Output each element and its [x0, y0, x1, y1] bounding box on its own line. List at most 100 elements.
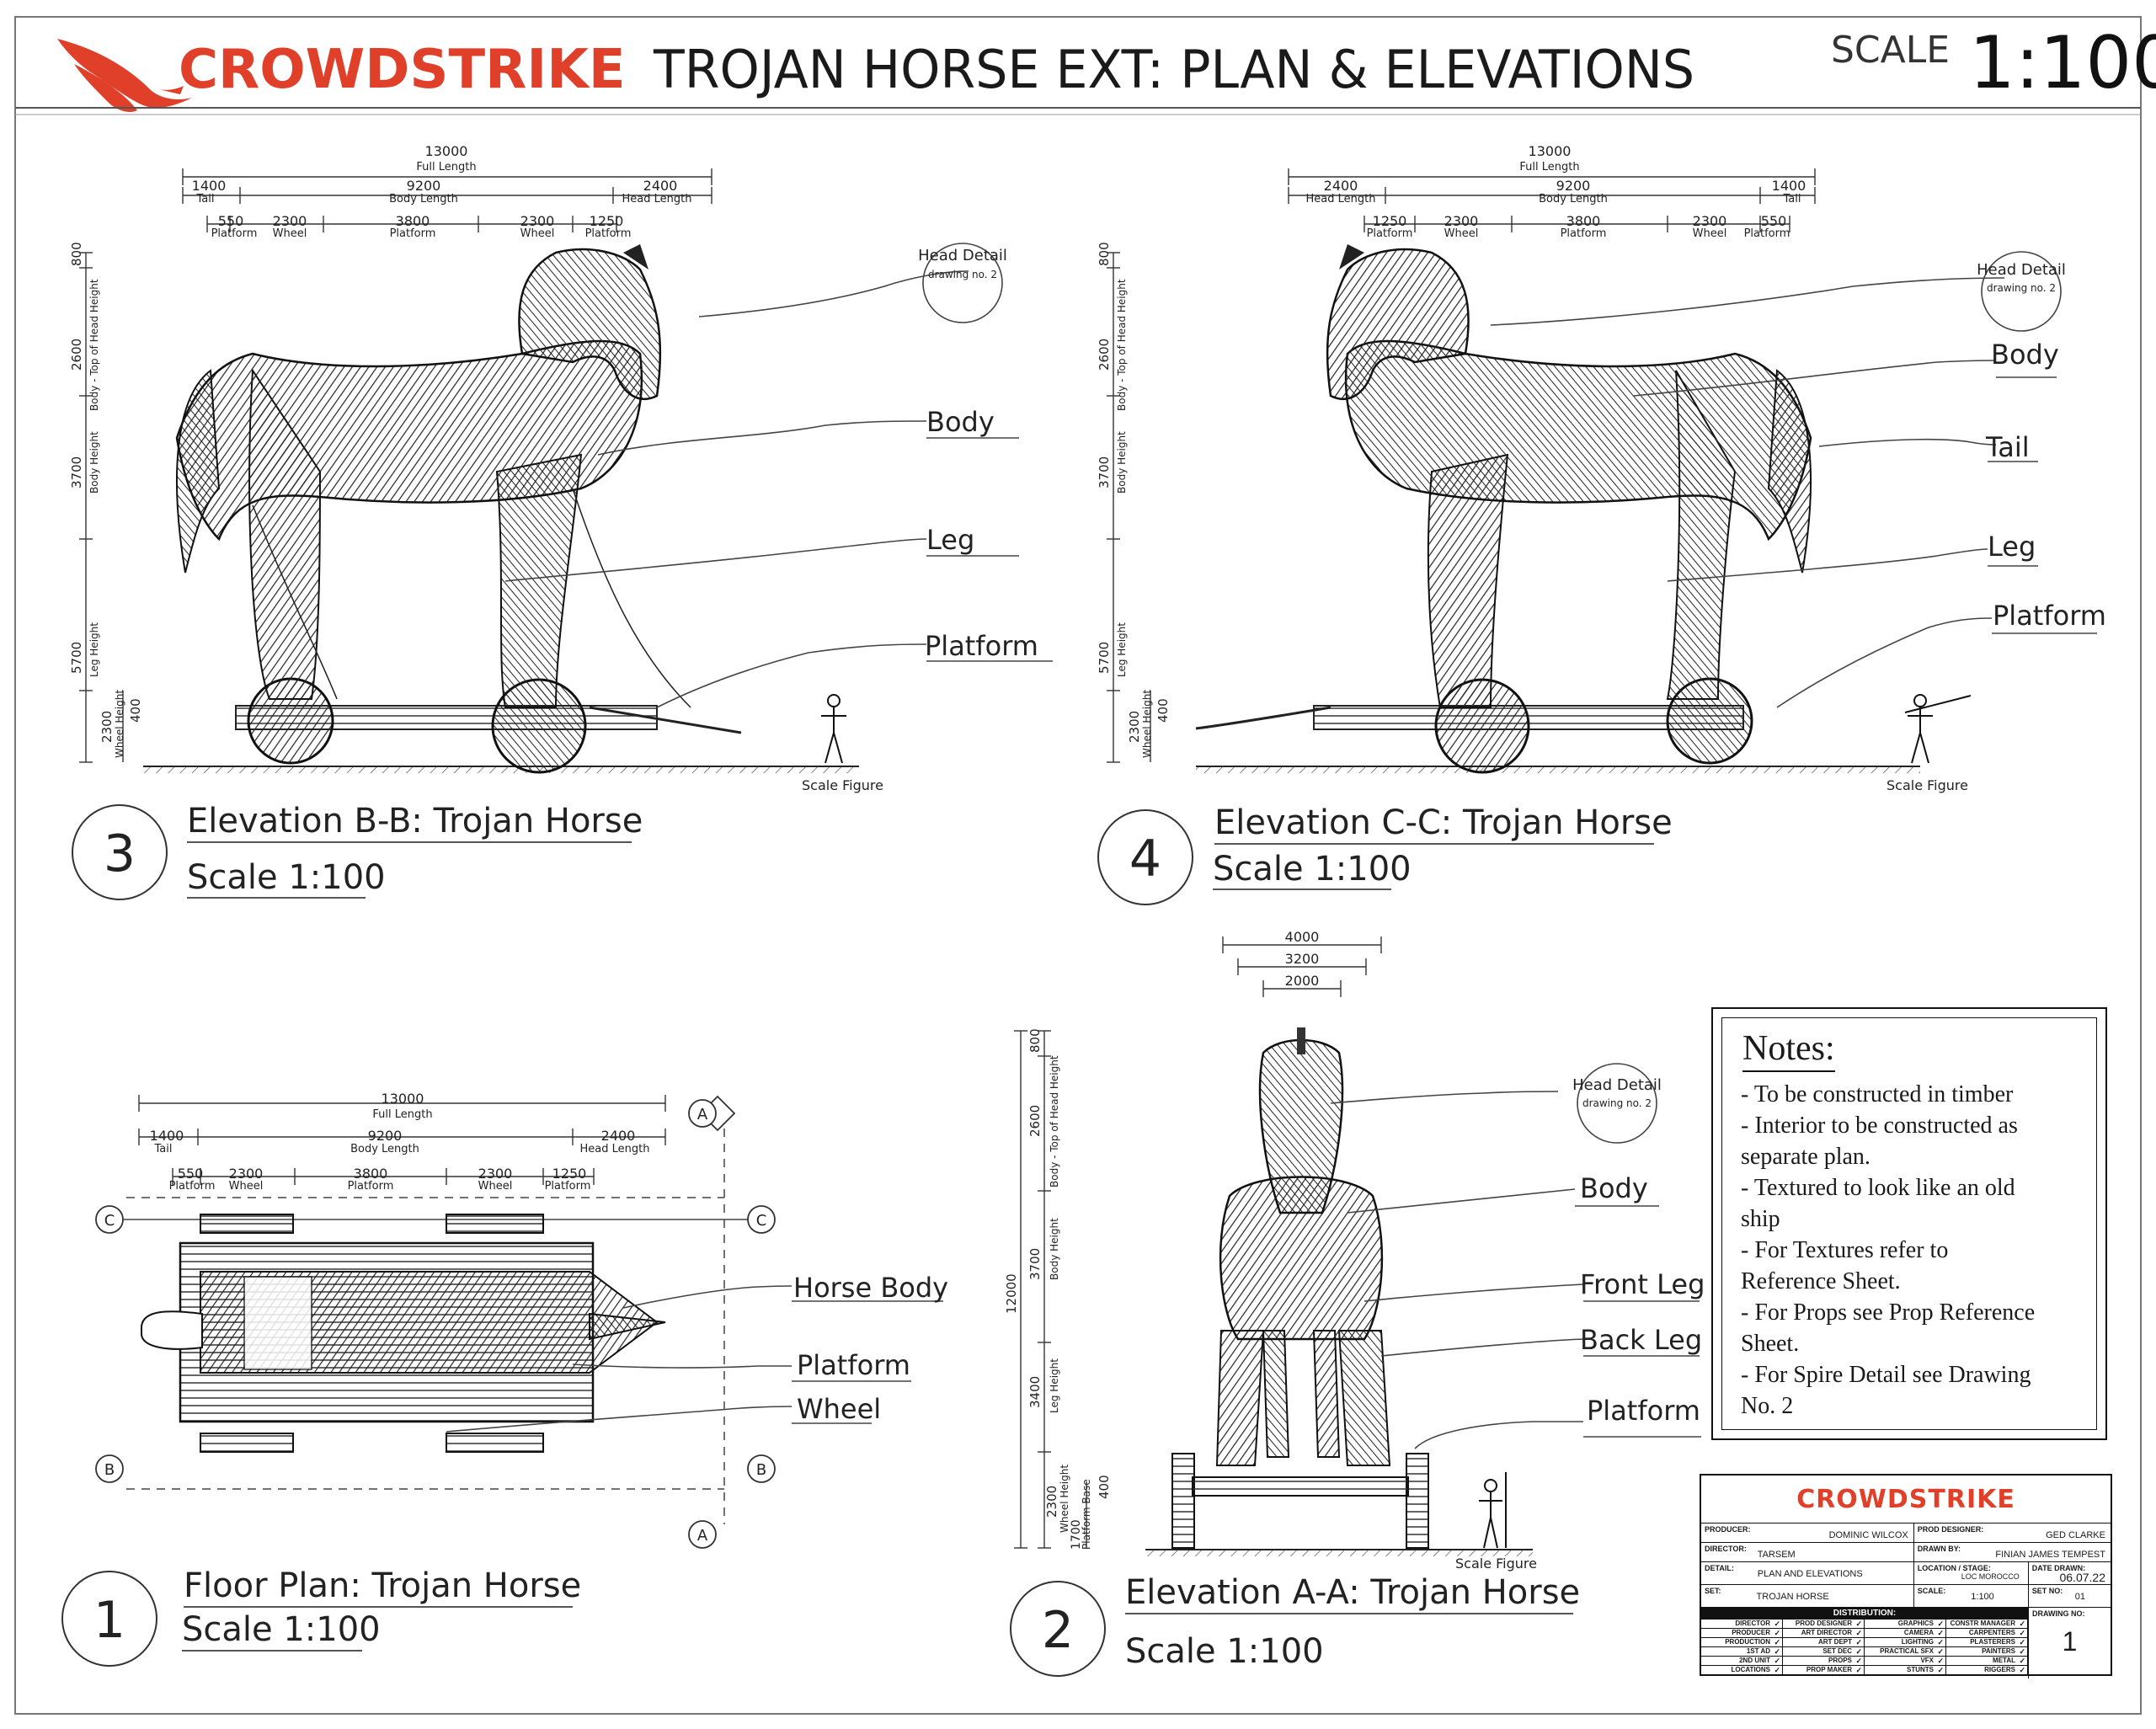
aa-scale-figure-label: Scale Figure: [1455, 1556, 1537, 1572]
dist-item: STUNTS: [1865, 1666, 1946, 1675]
note-line: - For Props see Prop Reference: [1741, 1299, 2036, 1326]
aa-v-wheel-height-label: Wheel Height: [1059, 1465, 1070, 1533]
bb-platform-3: 1250: [590, 213, 624, 229]
horse-cc-illustration: [1195, 244, 1972, 774]
bb-wheel-1-label: Wheel: [273, 227, 307, 240]
note-line: - To be constructed in timber: [1741, 1081, 2014, 1107]
dist-item: CARPENTERS: [1946, 1629, 2029, 1638]
elevation-cc: 13000 Full Length 2400 Head Length 9200 …: [1097, 143, 2106, 905]
horse-aa-illustration: [1171, 1027, 1507, 1549]
cc-head-detail-callout: Head Detail: [1977, 261, 2066, 279]
dist-item: PLASTERERS: [1946, 1638, 2029, 1647]
cc-scale-figure-label: Scale Figure: [1886, 777, 1968, 793]
aa-front-leg-callout: Front Leg: [1580, 1268, 1705, 1300]
cc-wheel-1-label: Wheel: [1444, 227, 1479, 240]
tb-detail-value: PLAN AND ELEVATIONS: [1757, 1569, 1863, 1579]
dist-item: DIRECTOR: [1701, 1620, 1783, 1629]
marker-c-right: C: [756, 1212, 767, 1230]
bb-v-wheel-height: 2300: [99, 711, 115, 743]
cc-full-length: 13000: [1529, 143, 1572, 159]
tb-set-key: Set:: [1705, 1587, 1721, 1595]
dist-item: LOCATIONS: [1701, 1666, 1783, 1675]
fp-body-length-label: Body Length: [350, 1143, 419, 1155]
dist-item: PRODUCTION: [1701, 1638, 1783, 1647]
scale-label: SCALE: [1831, 29, 1950, 72]
cc-v-wheel-height: 2300: [1127, 711, 1142, 743]
bb-tail: 1400: [192, 178, 227, 194]
dist-item: ART DEPT: [1783, 1638, 1865, 1647]
tb-prod-designer-key: Prod Designer:: [1917, 1525, 1984, 1534]
bb-v-head-height-label: Body - Top of Head Height: [88, 279, 100, 411]
fp-platform-2-label: Platform: [348, 1180, 394, 1193]
cc-platform-2-label: Platform: [1561, 227, 1607, 240]
section-markers: [95, 1095, 776, 1549]
dist-item: SET DEC: [1783, 1647, 1865, 1657]
tb-detail-key: Detail:: [1705, 1564, 1734, 1572]
title-block-logo: CROWDSTRIKE: [1701, 1476, 2111, 1524]
cc-v-body-height: 3700: [1097, 456, 1112, 488]
horse-bb-illustration: [175, 244, 846, 774]
marker-a-top: A: [697, 1106, 708, 1123]
aa-back-leg-callout: Back Leg: [1580, 1324, 1702, 1356]
tb-drawing-no-key: Drawing No:: [2032, 1609, 2085, 1618]
aa-drawing-number-circle: [1010, 1581, 1106, 1677]
cc-wheel-1: 2300: [1444, 213, 1479, 229]
fp-platform-callout: Platform: [797, 1349, 910, 1381]
bb-wheel-2: 2300: [520, 213, 555, 229]
cc-tail-label: Tail: [1783, 193, 1801, 205]
cc-tail: 1400: [1772, 178, 1806, 194]
aa-dim-4000: 4000: [1285, 929, 1320, 945]
bb-body-length: 9200: [407, 178, 441, 194]
marker-b-right: B: [756, 1461, 766, 1479]
cc-v-base: 400: [1155, 698, 1171, 723]
aa-v-platform-height: 1700: [1070, 1519, 1083, 1550]
note-line: - For Textures refer to: [1741, 1237, 1949, 1263]
dist-item: 1ST AD: [1701, 1647, 1783, 1657]
bb-platform-1-label: Platform: [211, 227, 258, 240]
dist-item: GRAPHICS: [1865, 1620, 1946, 1629]
cc-view-scale: Scale 1:100: [1213, 850, 1412, 889]
marker-b-left: B: [104, 1461, 115, 1479]
dist-item: 2ND UNIT: [1701, 1657, 1783, 1666]
bb-platform-2-label: Platform: [390, 227, 436, 240]
bb-view-scale: Scale 1:100: [187, 858, 386, 897]
aa-dim-3200: 3200: [1285, 951, 1320, 967]
tb-scale-key: Scale:: [1917, 1587, 1946, 1595]
tb-scale-value: 1:100: [1971, 1592, 1994, 1602]
aa-v-top: 800: [1027, 1028, 1043, 1053]
cc-v-head-height: 2600: [1097, 339, 1112, 371]
bb-drawing-number: 3: [104, 824, 136, 883]
bb-platform-3-label: Platform: [585, 227, 632, 240]
cc-platform-3-label: Platform: [1744, 227, 1790, 240]
cc-view-title: Elevation C-C: Trojan Horse: [1214, 803, 1673, 842]
aa-v-base: 400: [1097, 1475, 1112, 1499]
bb-v-top: 800: [69, 242, 84, 266]
fp-view-scale: Scale 1:100: [182, 1610, 381, 1649]
aa-drawing-number: 2: [1042, 1601, 1074, 1660]
tb-drawn-by-value: FINIAN JAMES TEMPEST: [1995, 1550, 2105, 1560]
fp-platform-2: 3800: [354, 1166, 388, 1182]
bb-v-leg-height-label: Leg Height: [88, 622, 100, 677]
tb-drawn-by-key: Drawn By:: [1917, 1545, 1961, 1553]
aa-view-title: Elevation A-A: Trojan Horse: [1125, 1573, 1580, 1612]
bb-wheel-2-label: Wheel: [520, 227, 555, 240]
notes-title: Notes:: [1742, 1028, 1835, 1072]
cc-tail-callout: Tail: [1985, 431, 2030, 463]
bb-head-detail-callout: Head Detail: [918, 247, 1007, 264]
bb-wheel-1: 2300: [273, 213, 307, 229]
marker-a-bottom: A: [697, 1527, 708, 1545]
aa-v-head-height-label: Body - Top of Head Height: [1049, 1055, 1060, 1187]
tb-set-no-key: Set No:: [2031, 1587, 2063, 1595]
title-block: CROWDSTRIKE Producer:DOMINIC WILCOX Prod…: [1700, 1474, 2112, 1678]
aa-v-head-height: 2600: [1027, 1105, 1043, 1137]
fp-wheel-2-label: Wheel: [478, 1180, 513, 1193]
dist-item: METAL: [1946, 1657, 2029, 1666]
bb-platform-1: 550: [218, 213, 244, 229]
note-line: - Interior to be constructed as: [1741, 1113, 2018, 1139]
dist-item: PRODUCER: [1701, 1629, 1783, 1638]
dist-item: PROD DESIGNER: [1783, 1620, 1865, 1629]
sheet-border: [14, 16, 2142, 1715]
dist-item: PRACTICAL SFX: [1865, 1647, 1946, 1657]
fp-platform-1-label: Platform: [169, 1180, 216, 1193]
